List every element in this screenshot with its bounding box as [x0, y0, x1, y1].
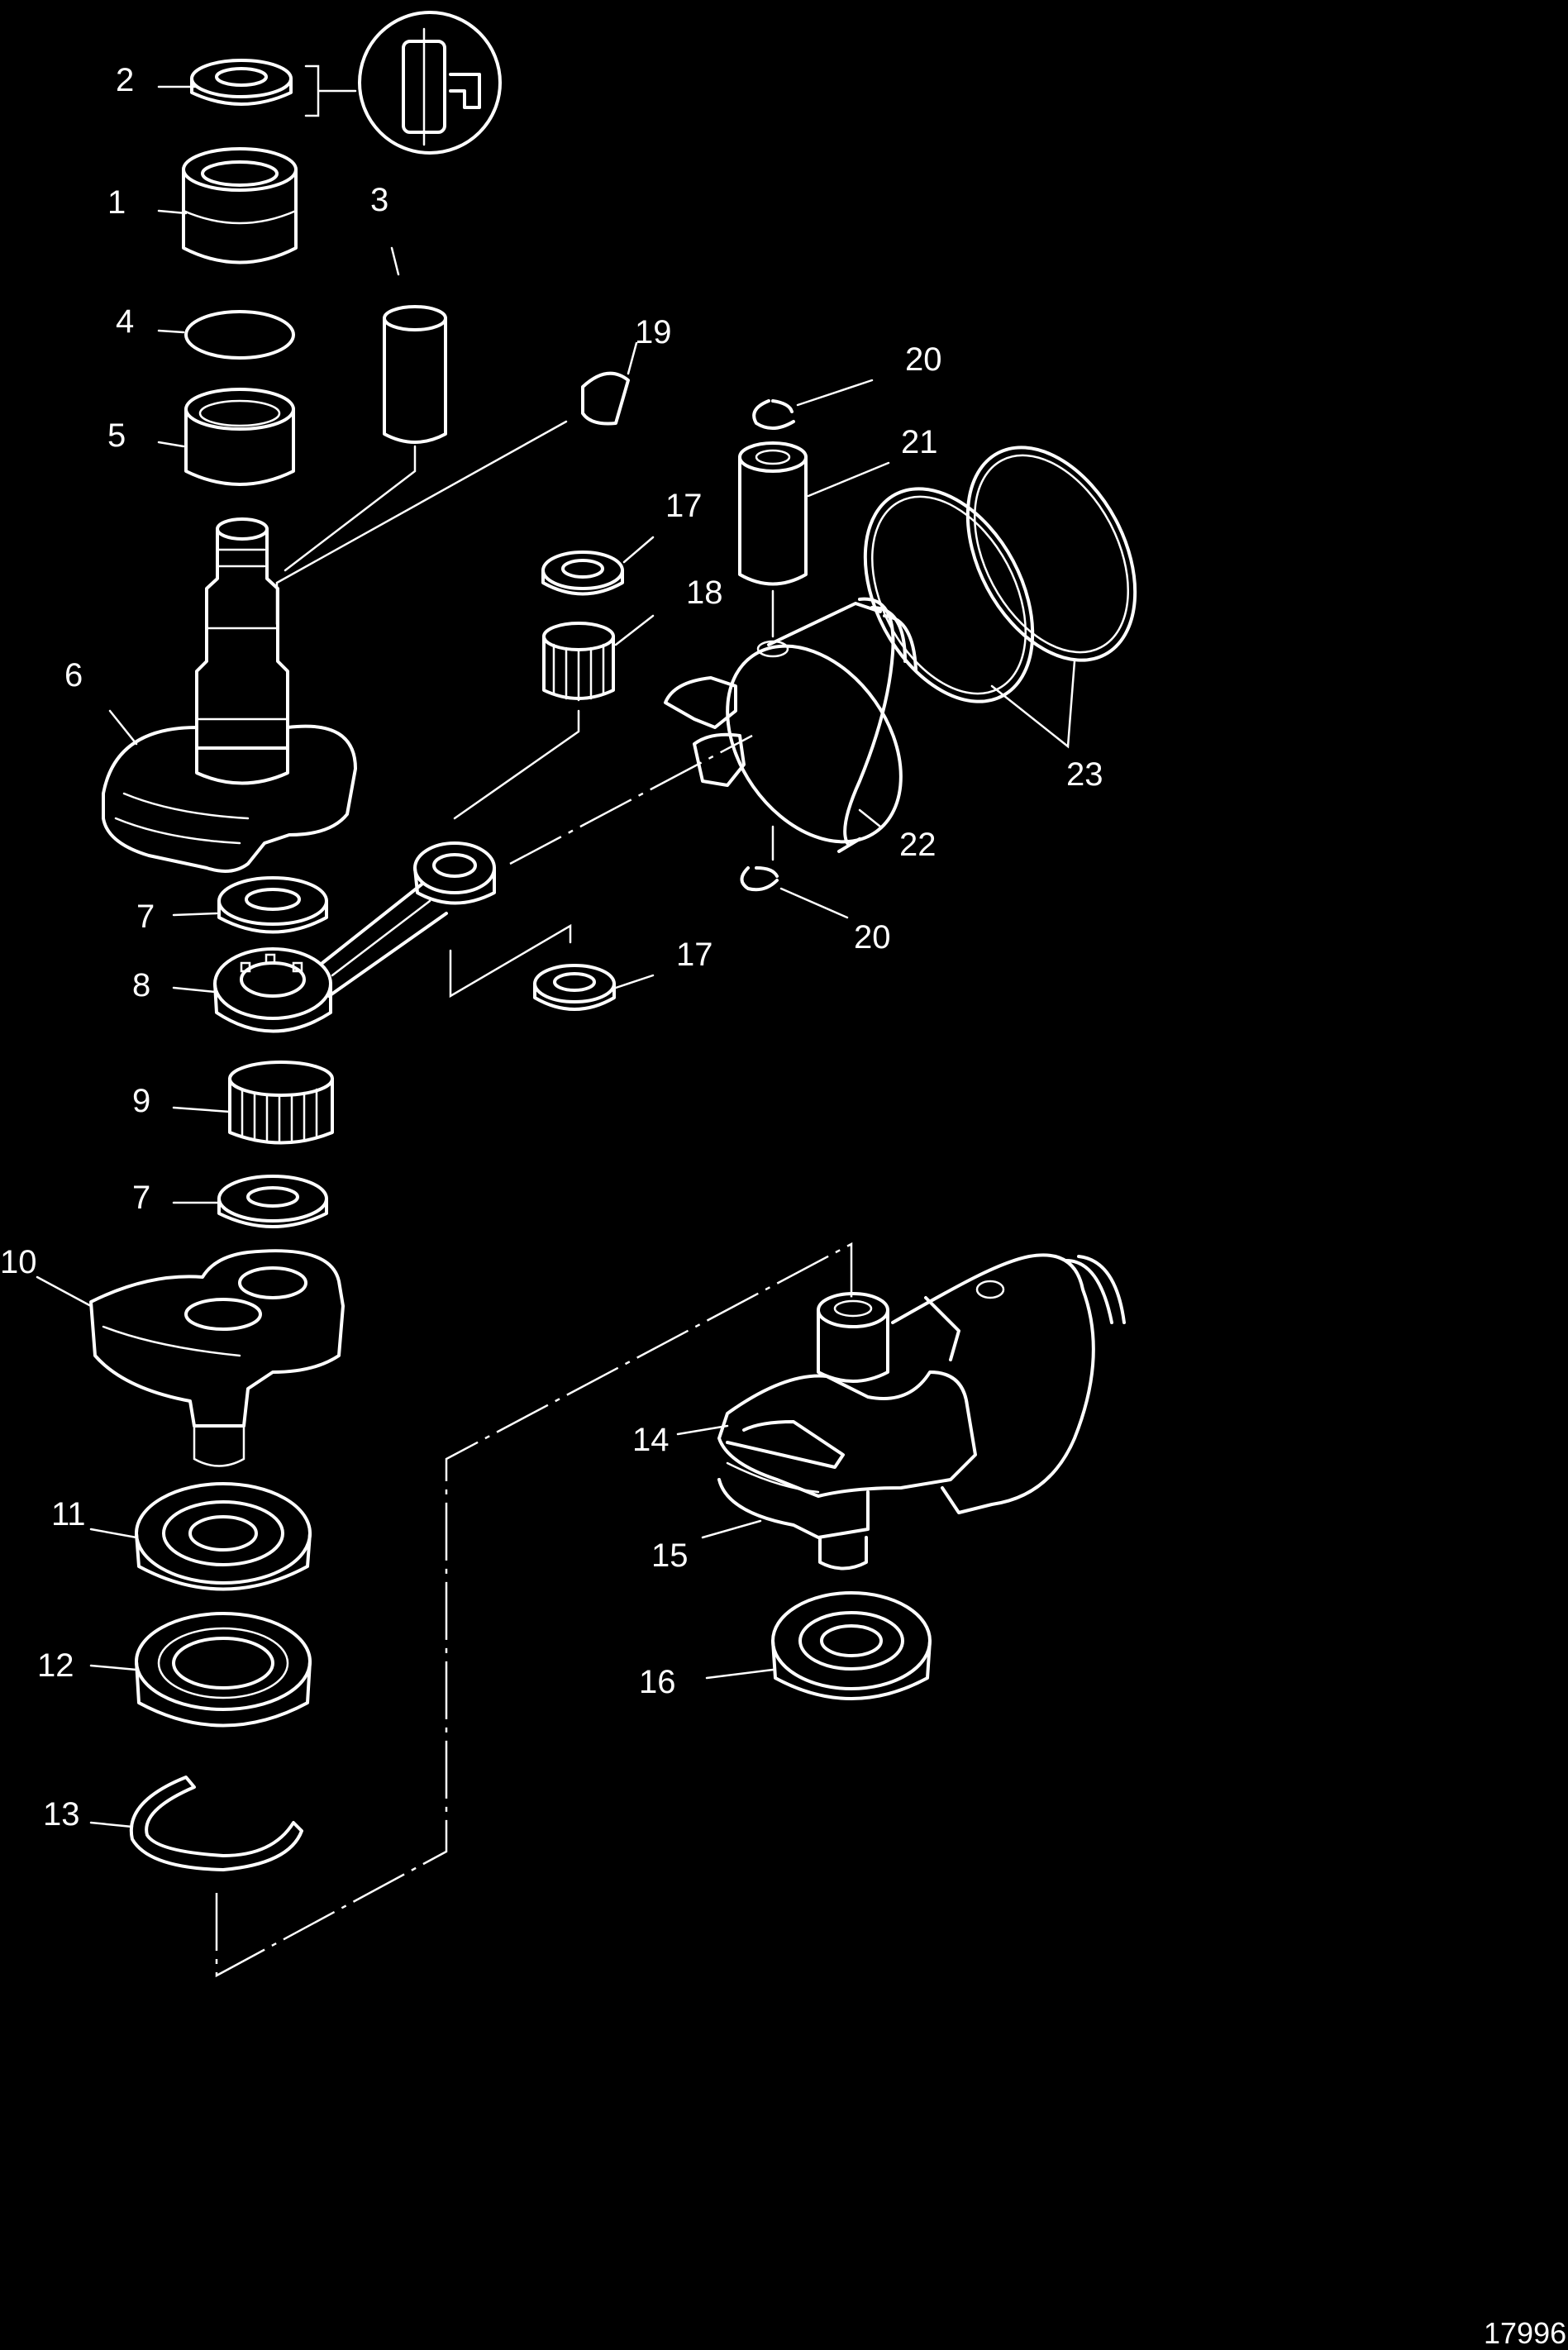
leader-lines: [36, 85, 890, 1828]
assembly-14-15-piston: [717, 1253, 1126, 1571]
part-1-bushing: [182, 147, 298, 265]
callout-21: 21: [901, 424, 938, 460]
callout-19: 19: [635, 314, 672, 350]
callout-2: 2: [116, 62, 134, 98]
callout-10: 10: [0, 1244, 37, 1280]
part-6-crankshaft-upper: [102, 517, 357, 873]
callout-14: 14: [632, 1422, 670, 1458]
part-22-piston: [664, 597, 917, 861]
callout-16: 16: [639, 1664, 676, 1700]
part-10-crankshaft-lower: [89, 1249, 345, 1467]
callout-5: 5: [107, 417, 126, 454]
figure-reference-number: 17996: [1484, 2316, 1566, 2350]
callout-18: 18: [686, 574, 723, 611]
part-16-ball-bearing: [771, 1591, 932, 1700]
callout-1: 1: [107, 184, 126, 221]
callout-labels: 2 1 3 4 5 6 7 7 8 9 10 11 12 13 14 15 16…: [0, 62, 1103, 1833]
callout-23: 23: [1066, 756, 1103, 793]
part-7-washer-upper: [217, 876, 328, 934]
part-19-key: [581, 371, 630, 426]
part-13-retaining-ring: [129, 1776, 303, 1871]
part-20-clip-lower: [740, 866, 779, 892]
callout-13: 13: [43, 1796, 80, 1833]
part-5-sleeve: [184, 388, 295, 486]
callout-3: 3: [370, 182, 388, 218]
callout-20-upper: 20: [905, 341, 942, 378]
part-23-piston-rings: [863, 446, 1137, 749]
callout-11: 11: [51, 1496, 86, 1533]
part-9-needle-bearing: [228, 1061, 334, 1145]
callout-20-lower: 20: [854, 919, 891, 956]
callout-4: 4: [116, 303, 134, 340]
part-8-connecting-rod: [213, 841, 496, 1033]
callout-17-lower: 17: [676, 937, 713, 973]
part-4-o-ring: [184, 310, 295, 360]
assembly-line-to-assembled-view: [215, 1242, 853, 1978]
callout-9: 9: [132, 1083, 150, 1119]
callout-7-lower: 7: [132, 1180, 150, 1216]
part-17-washer-upper: [541, 551, 624, 596]
callout-7-upper: 7: [136, 899, 155, 935]
part-7-washer-lower: [217, 1175, 328, 1228]
part-11-ball-bearing: [135, 1482, 312, 1591]
part-2-seal: [190, 59, 357, 117]
part-3-pin: [284, 305, 447, 572]
part-21-wrist-pin: [738, 441, 808, 638]
callout-12: 12: [37, 1647, 74, 1684]
callout-6: 6: [64, 657, 83, 694]
callout-15: 15: [651, 1537, 689, 1574]
callout-8: 8: [132, 967, 150, 1003]
part-20-clip-upper: [752, 399, 795, 430]
callout-17-upper: 17: [665, 488, 703, 524]
part-18-needle-bearing: [453, 622, 615, 820]
part-17-washer-lower: [449, 923, 616, 1011]
assembly-line-rod-to-piston: [509, 734, 753, 865]
part-12-seal: [135, 1612, 312, 1728]
seal-detail-bubble: [358, 11, 502, 155]
callout-22: 22: [899, 827, 937, 863]
